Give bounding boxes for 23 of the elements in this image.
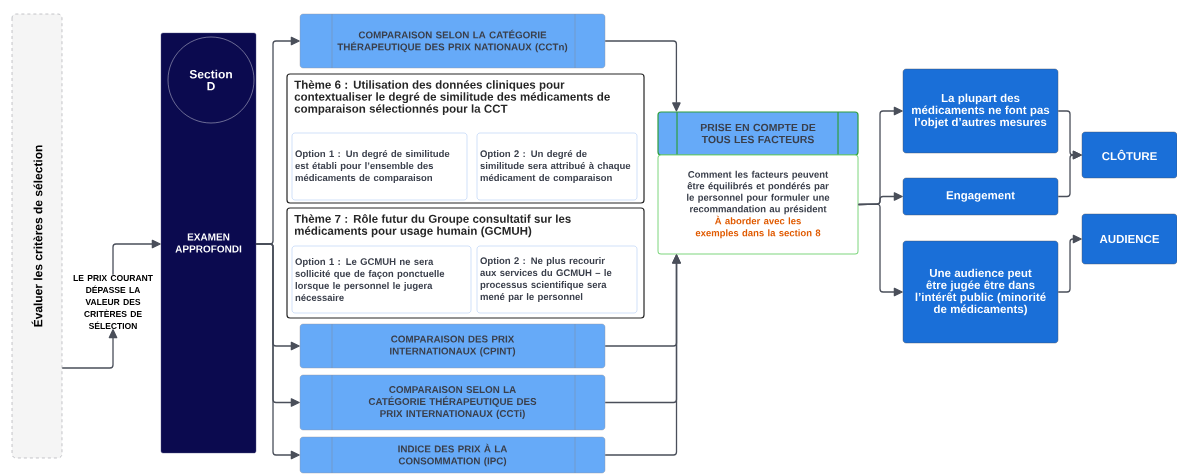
outcome-box: La plupart des médicaments ne font pas l’objet d’autres mesures	[902, 68, 1059, 154]
outcome-box: CLÔTURE	[1081, 131, 1177, 179]
process-box: INDICE DES PRIX À LA CONSOMMATION (IPC)	[299, 436, 606, 474]
outcome-box: Une audience peut être jugée être dans l’intérêt public (minorité de médicaments)	[902, 240, 1059, 344]
arrow	[604, 40, 681, 112]
arrow	[604, 254, 681, 456]
factors-header: PRISE EN COMPTE DE TOUS LES FACTEURS	[657, 111, 859, 156]
outcome-box: AUDIENCE	[1081, 213, 1177, 265]
arrow	[112, 239, 161, 276]
process-box: COMPARAISON DES PRIX INTERNATIONAUX (CPINT)	[299, 323, 606, 369]
option-box: Option 2 : Ne plus recourir aux services du GCMUH – le processus scientifique sera mené par le personnel	[476, 245, 638, 314]
condition-text: LE PRIX COURANT DÉPASSE LA VALEUR DES CRITÈRES DE SÉLECTION	[73, 275, 153, 329]
process-box: COMPARAISON SELON LA CATÉGORIE THÉRAPEUTIQUE DES PRIX NATIONAUX (CCTn)	[299, 13, 606, 69]
option-box: Option 1 : Le GCMUH ne sera sollicité que de façon ponctuelle lorsque le personnel le jugera nécessaire	[291, 245, 472, 314]
arrow	[857, 203, 903, 297]
arrow	[61, 329, 118, 369]
outcome-box: Engagement	[902, 177, 1059, 216]
factors-body: Comment les facteurs peuvent être équilibrés et pondérés par le personnel pour formuler une recommandation au président À aborder avec les exemples dans la section 8	[657, 154, 859, 255]
arrow	[255, 243, 300, 460]
option-box: Option 2 : Un degré de similitude sera attribué à chaque médicament de comparaison	[476, 132, 638, 201]
option-box: Option 1 : Un degré de similitude est établi pour l’ensemble des médicaments de comparaison	[291, 132, 468, 201]
process-box: COMPARAISON SELON LA CATÉGORIE THÉRAPEUTIQUE DES PRIX INTERNATIONAUX (CCTi)	[299, 374, 606, 431]
stage-box: Évaluer les critères de sélection	[11, 13, 63, 459]
